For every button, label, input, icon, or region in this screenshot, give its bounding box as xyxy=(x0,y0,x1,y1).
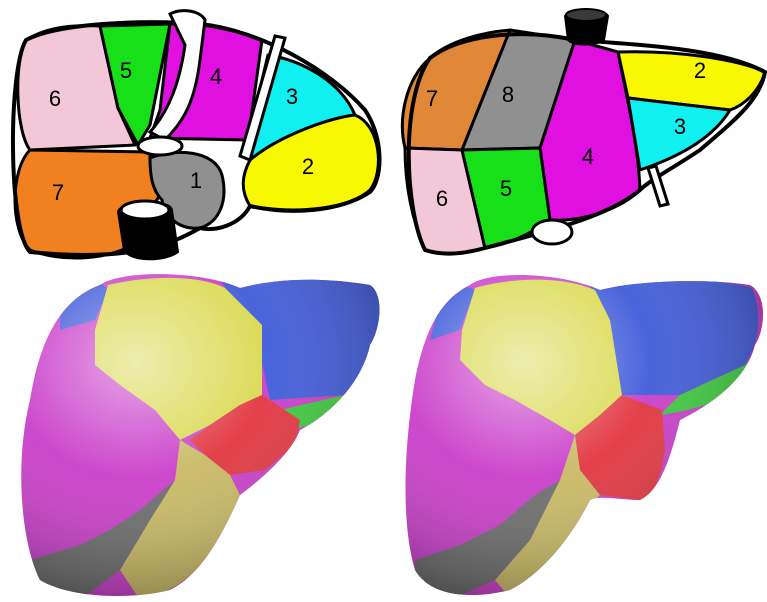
segment-label: 5 xyxy=(500,176,512,201)
segment-label: 3 xyxy=(286,84,298,109)
render-shading xyxy=(0,260,390,602)
segment-label: 6 xyxy=(49,86,61,111)
segment-label: 4 xyxy=(582,144,594,169)
segment-label: 1 xyxy=(190,168,202,193)
right-3d-liver-render xyxy=(395,260,767,602)
right-segment-diagram: 7 8 2 3 4 6 5 xyxy=(402,9,765,254)
segment-label: 2 xyxy=(302,154,314,179)
segment-label: 5 xyxy=(120,58,132,83)
segment-label: 3 xyxy=(674,114,686,139)
ivc-top-opening xyxy=(566,9,606,21)
gallbladder-fundus xyxy=(532,220,572,244)
render-shading xyxy=(395,260,767,602)
segment-label: 4 xyxy=(210,64,222,89)
segment-label: 7 xyxy=(426,86,438,111)
left-segment-diagram: 6 5 4 3 7 1 2 xyxy=(13,11,380,260)
ivc-opening xyxy=(121,201,169,219)
segment-label: 6 xyxy=(436,186,448,211)
left-3d-liver-render xyxy=(0,260,390,602)
portal-bifurcation xyxy=(138,137,182,155)
segment-label: 7 xyxy=(52,180,64,205)
segment-label: 2 xyxy=(694,58,706,83)
segment-label: 8 xyxy=(502,82,514,107)
